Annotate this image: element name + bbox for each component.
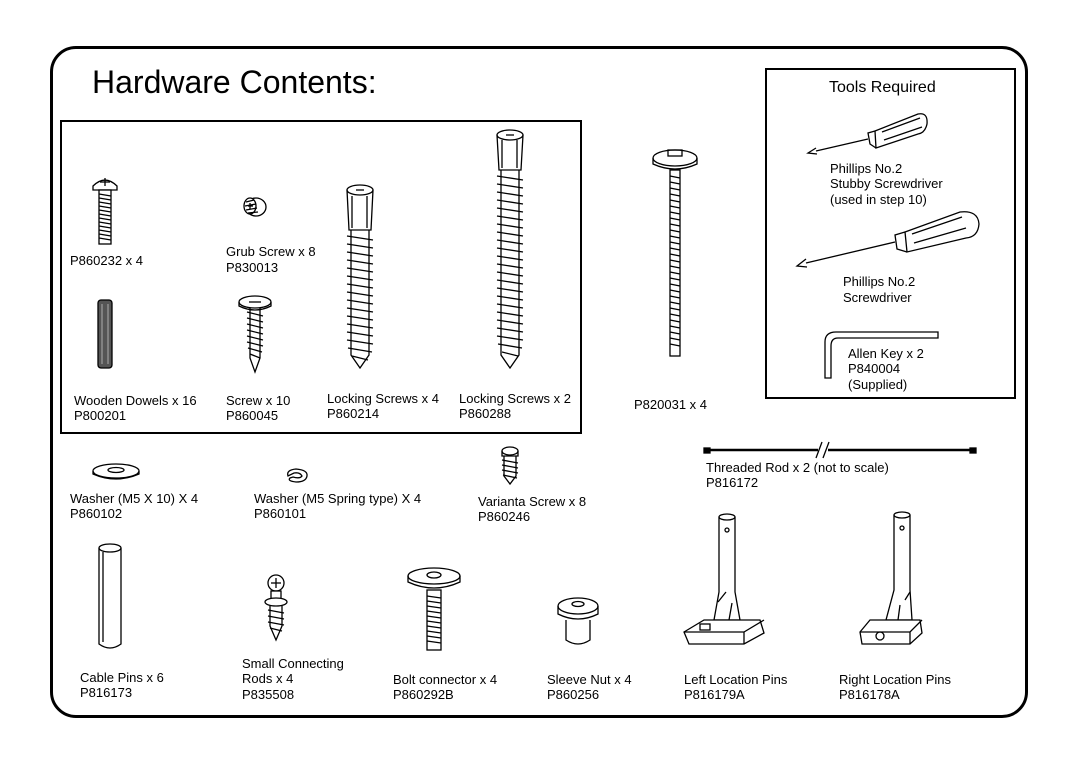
sleeve-nut-label-2: P860256	[547, 687, 600, 702]
stubby-screwdriver-label-2: Stubby Screwdriver	[830, 176, 943, 191]
spring-washer-label-1: Washer (M5 Spring type) X 4	[254, 491, 422, 506]
wooden-dowel-icon	[97, 299, 113, 369]
screwdriver-label-1: Phillips No.2	[843, 274, 916, 289]
left-location-pins-label-2: P816179A	[684, 687, 745, 702]
threaded-rod-label-1: Threaded Rod x 2 (not to scale)	[706, 460, 889, 475]
allen-key-label-3: (Supplied)	[848, 377, 908, 392]
right-location-pin-icon	[859, 511, 923, 645]
left-location-pins-label-1: Left Location Pins	[684, 672, 788, 687]
locking-screws-4-label-2: P860214	[327, 406, 380, 421]
small-connecting-rods-label-1: Small Connecting	[242, 656, 344, 671]
pan-head-screw-icon	[238, 295, 272, 374]
locking-screws-2-label-1: Locking Screws x 2	[459, 391, 571, 406]
washer-label-1: Washer (M5 X 10) X 4	[70, 491, 199, 506]
grub-screw-icon	[243, 197, 267, 217]
sleeve-nut-icon	[557, 597, 599, 645]
spring-washer-icon	[287, 468, 308, 483]
page-frame	[50, 46, 1028, 718]
stubby-screwdriver-label-3: (used in step 10)	[830, 192, 927, 207]
cable-pins-label-1: Cable Pins x 6	[80, 670, 164, 685]
right-location-pins-label-1: Right Location Pins	[839, 672, 952, 687]
varianta-screw-label-2: P860246	[478, 509, 531, 524]
threaded-rod-label-2: P816172	[706, 475, 759, 490]
phillips-screwdriver-icon	[795, 211, 980, 268]
varianta-screw-icon	[501, 446, 519, 486]
tools-required-box	[765, 68, 1016, 399]
right-location-pins-label-2: P816178A	[839, 687, 900, 702]
tools-required-title: Tools Required	[829, 79, 936, 96]
locking-screw-icon	[346, 184, 374, 370]
p860232-label: P860232 x 4	[70, 253, 144, 268]
washer-icon	[92, 463, 140, 480]
long-locking-screw-icon	[496, 129, 524, 370]
stubby-screwdriver-label-1: Phillips No.2	[830, 161, 903, 176]
hardware-group-box	[60, 120, 582, 434]
small-connecting-rods-label-3: P835508	[242, 687, 295, 702]
screw-label-2: P860045	[226, 408, 279, 423]
bolt-connector-label-1: Bolt connector x 4	[393, 672, 498, 687]
allen-key-label-2: P840004	[848, 361, 901, 376]
small-connecting-rods-label-2: Rods x 4	[242, 671, 294, 686]
grub-screw-label-2: P830013	[226, 260, 279, 275]
sleeve-nut-label-1: Sleeve Nut x 4	[547, 672, 632, 687]
bolt-connector-icon	[407, 567, 461, 651]
left-location-pin-icon	[683, 513, 765, 645]
cable-pin-icon	[98, 543, 122, 649]
wooden-dowels-label-2: P800201	[74, 408, 127, 423]
allen-key-label-1: Allen Key x 2	[848, 346, 924, 361]
locking-screws-4-label-1: Locking Screws x 4	[327, 391, 439, 406]
long-bolt-icon	[652, 149, 698, 357]
grub-screw-label-1: Grub Screw x 8	[226, 244, 316, 259]
bolt-connector-label-2: P860292B	[393, 687, 454, 702]
locking-screws-2-label-2: P860288	[459, 406, 512, 421]
screw-label-1: Screw x 10	[226, 393, 291, 408]
washer-label-2: P860102	[70, 506, 123, 521]
threaded-rod-icon	[703, 441, 977, 459]
spring-washer-label-2: P860101	[254, 506, 307, 521]
small-connecting-rod-icon	[264, 574, 288, 642]
p820031-label: P820031 x 4	[634, 397, 708, 412]
page-title: Hardware Contents:	[92, 64, 377, 100]
stubby-screwdriver-icon	[806, 113, 928, 155]
machine-screw-icon	[92, 178, 118, 245]
screwdriver-label-2: Screwdriver	[843, 290, 912, 305]
varianta-screw-label-1: Varianta Screw x 8	[478, 494, 587, 509]
wooden-dowels-label-1: Wooden Dowels x 16	[74, 393, 197, 408]
allen-key-icon	[824, 331, 939, 379]
cable-pins-label-2: P816173	[80, 685, 133, 700]
